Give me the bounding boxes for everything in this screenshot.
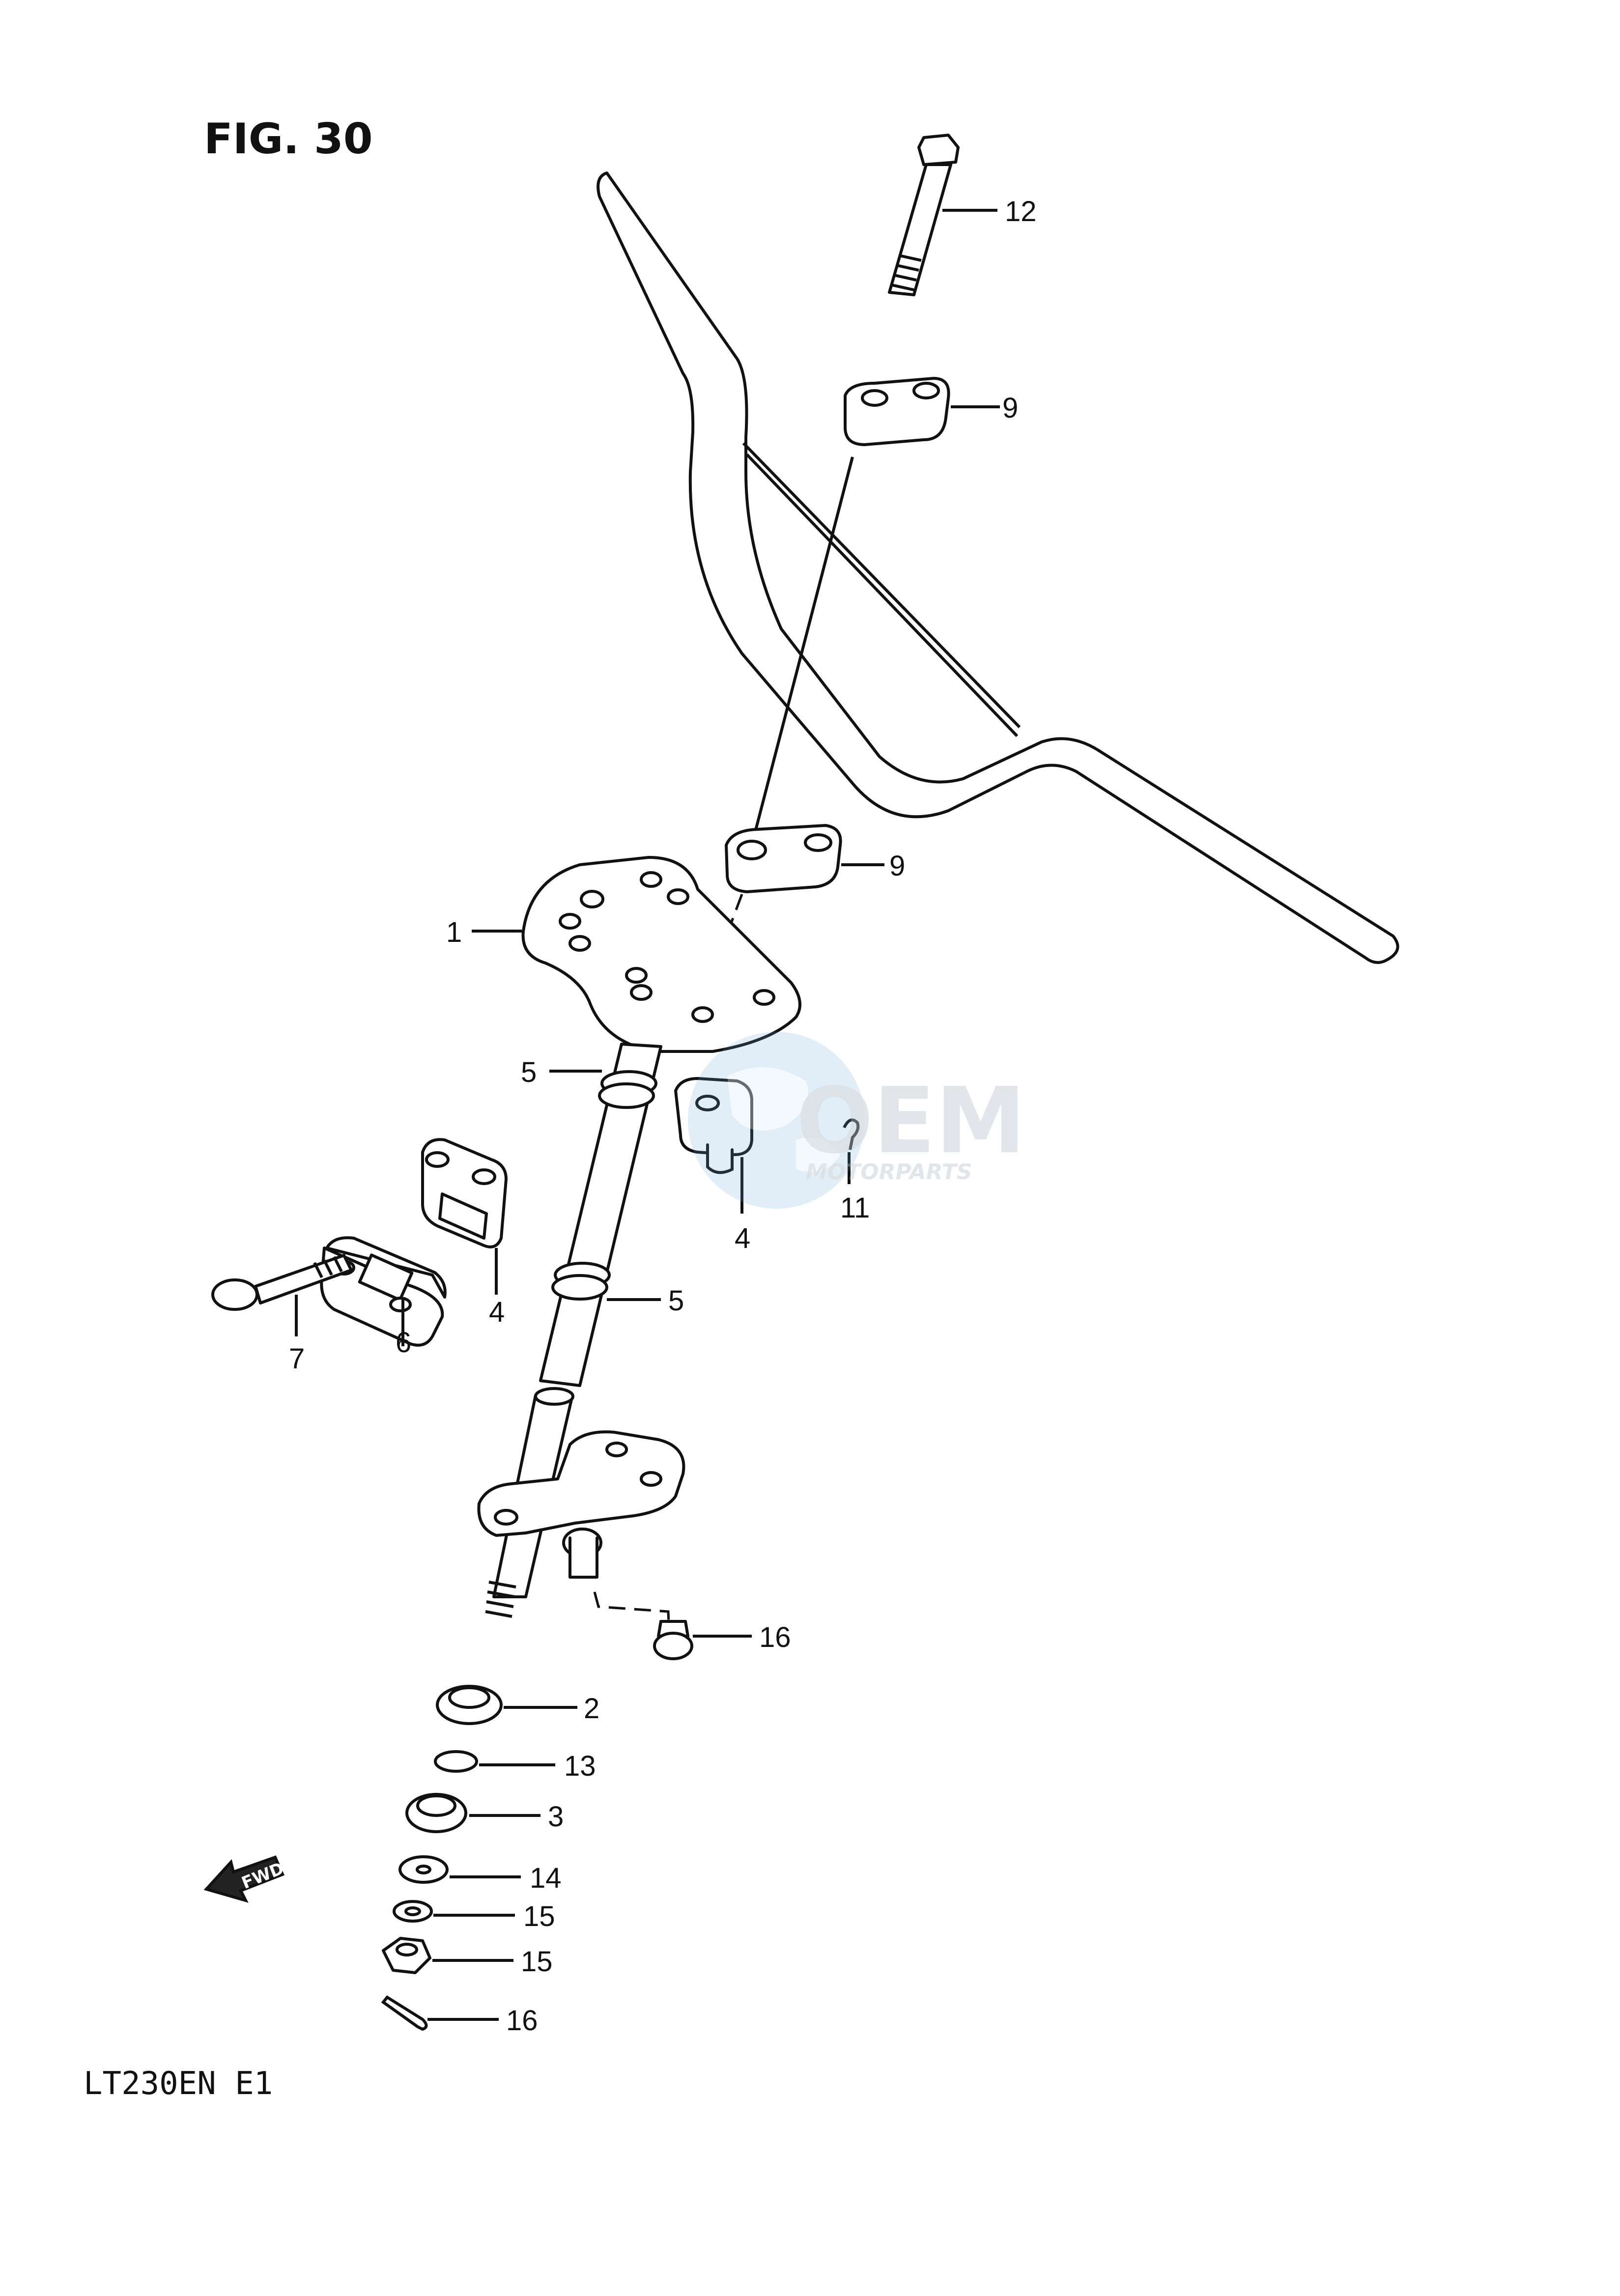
lower-bracket — [477, 1430, 685, 1579]
callout-5-upper: 5 — [521, 1056, 537, 1088]
part-6-plate — [320, 1236, 447, 1347]
figure-title: FIG. 30 — [204, 114, 373, 164]
callout-5-lower: 5 — [668, 1285, 684, 1317]
watermark-brand: OEM — [796, 1068, 1026, 1174]
callout-6: 6 — [396, 1327, 411, 1359]
handlebar — [597, 171, 1399, 964]
watermark-sub: MOTORPARTS — [806, 1160, 972, 1185]
callout-10: 12 — [1005, 196, 1037, 227]
part-2-bearing — [436, 1685, 503, 1725]
callout-15: 16 — [506, 2005, 538, 2037]
part-16-ball-joint — [653, 1620, 693, 1660]
callout-4-left: 4 — [489, 1296, 505, 1328]
part-1-clamp-plate — [521, 856, 801, 1053]
part-10-bolt — [888, 134, 960, 296]
callout-9-upper: 9 — [1002, 392, 1018, 424]
part-3-bearing — [405, 1793, 467, 1833]
part-8-cotter-pin — [843, 1118, 860, 1150]
callout-13: 15 — [523, 1900, 555, 1932]
callout-1: 1 — [446, 916, 462, 948]
oem-watermark: OEM MOTORPARTS — [688, 1032, 1026, 1209]
part-15-cotter-pin — [381, 1995, 428, 2031]
part-9-upper-holder — [844, 377, 950, 446]
part-12-washer — [398, 1855, 449, 1884]
callout-11: 13 — [564, 1750, 596, 1782]
callout-16: 16 — [759, 1621, 791, 1653]
callout-2: 2 — [584, 1693, 599, 1725]
callout-12: 14 — [530, 1862, 562, 1894]
part-14-nut — [382, 1937, 431, 1974]
callout-9-lower: 9 — [889, 850, 905, 882]
part-11-o-ring — [434, 1750, 478, 1773]
callout-8: 11 — [840, 1192, 870, 1224]
fwd-arrow: FWD — [203, 1855, 287, 1903]
callout-4-right: 4 — [735, 1222, 750, 1254]
callout-7: 7 — [289, 1343, 305, 1375]
part-4-clamp-right — [674, 1077, 753, 1174]
part-7-bolt — [211, 1254, 353, 1311]
part-4-clamp-left — [421, 1138, 508, 1248]
callout-3: 3 — [548, 1801, 564, 1833]
model-code: LT230EN E1 — [84, 2066, 273, 2102]
part-13-washer — [393, 1900, 433, 1923]
part-9-lower-holder — [725, 824, 842, 893]
callout-14: 15 — [521, 1946, 553, 1978]
